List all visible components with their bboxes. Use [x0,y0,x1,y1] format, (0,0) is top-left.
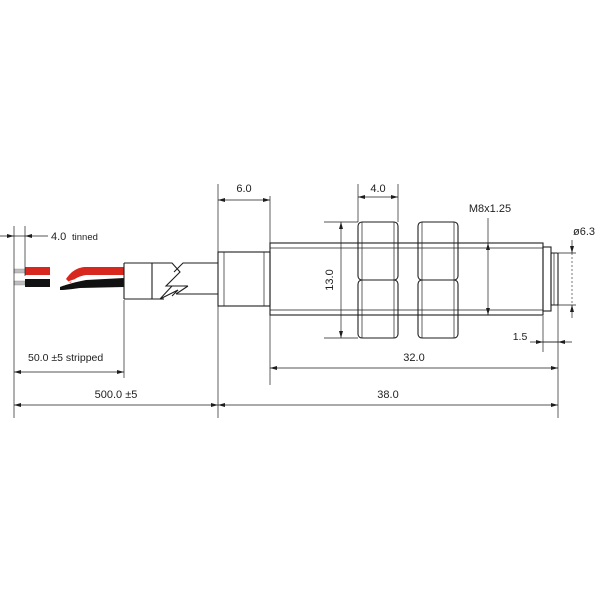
dim-tinned-note: tinned [72,232,98,243]
hex-nut-2 [417,221,459,339]
dim-across-flats: 13.0 [324,269,336,290]
dim-thread: M8x1.25 [469,203,511,215]
dim-tinned-value: 4.0 [51,231,66,243]
dim-tip-length: 1.5 [513,331,528,343]
dim-stripped: 50.0 ±5 stripped [28,352,103,364]
red-wire [25,267,50,275]
dimension-labels: 4.0 tinned 50.0 ±5 stripped 500.0 ±5 38.… [28,183,595,401]
dim-nut-width: 4.0 [370,183,385,195]
tinned-end-red [13,268,26,274]
sensing-tip [550,252,559,306]
cable-jacket-right [159,262,218,300]
black-wire-fan [60,278,124,290]
dimension-lines [0,184,576,418]
threaded-housing [269,242,544,316]
black-wire [25,279,50,287]
sensor-collar [217,251,271,307]
dim-cable-length: 500.0 ±5 [95,389,138,401]
tinned-end-black [13,280,26,286]
red-wire-fan [66,267,124,283]
housing-end-face [542,246,552,312]
cable-assembly [13,262,218,300]
hex-nut-1 [357,221,399,339]
cable-jacket-left [123,262,153,300]
dim-total-length: 38.0 [377,389,398,401]
dim-collar: 6.0 [236,183,251,195]
sensor-body [217,221,559,339]
dim-tip-diameter: ø6.3 [573,226,595,238]
dim-thread-length: 32.0 [403,352,424,364]
